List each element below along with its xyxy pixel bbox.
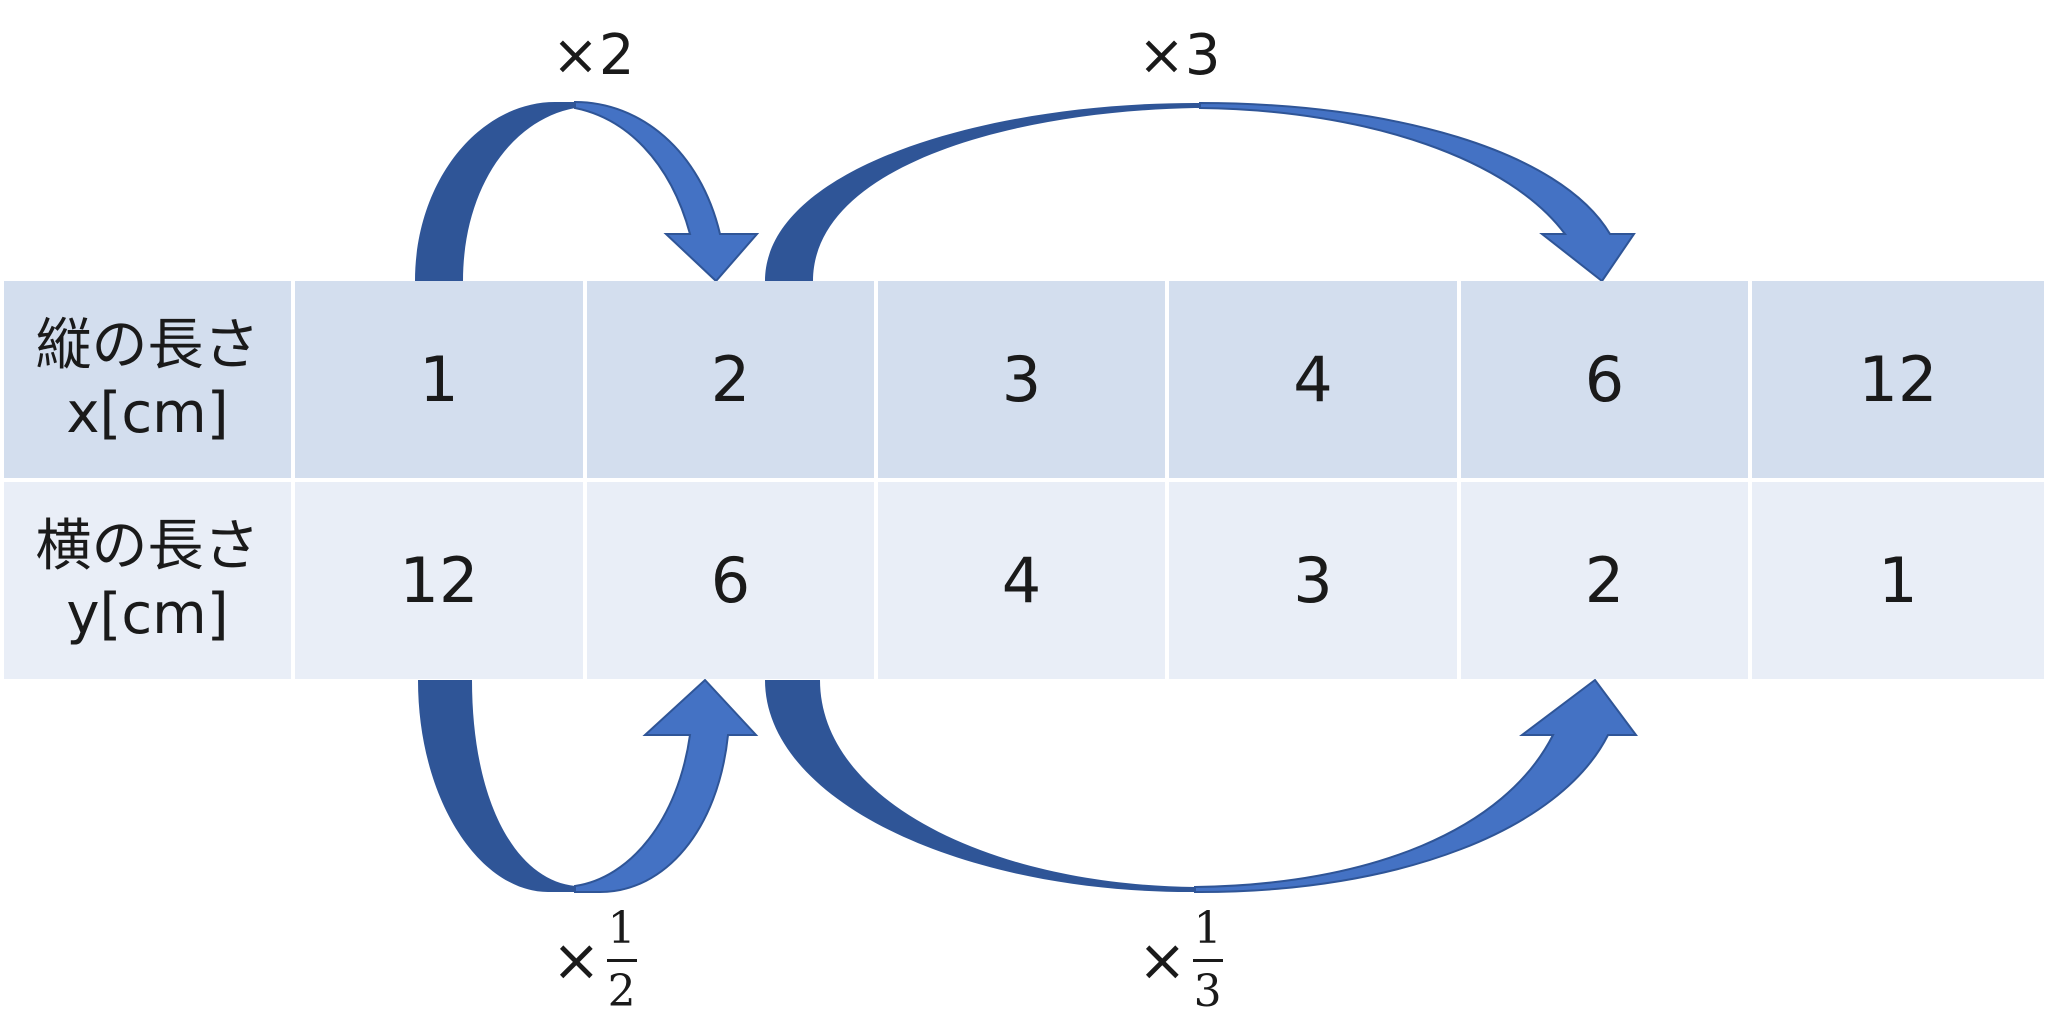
top-large-arrow-label-text: ×3 xyxy=(1138,22,1221,88)
row-x-cell: 2 xyxy=(587,281,874,478)
row-x-cell: 1 xyxy=(295,281,583,478)
top-large-arrow-label: ×3 xyxy=(1138,20,1221,90)
fraction-bar xyxy=(606,958,637,962)
row-y-cell: 4 xyxy=(878,482,1165,679)
row-y-cell: 6 xyxy=(587,482,874,679)
bottom-small-arrow xyxy=(418,678,759,893)
fraction-bar xyxy=(1192,958,1223,962)
row-x-header: 縦の長さ x[cm] xyxy=(4,281,291,478)
row-x-cell: 4 xyxy=(1169,281,1457,478)
fraction: 1 3 xyxy=(1192,902,1223,1017)
bottom-large-arrow-label: × 1 3 xyxy=(1138,905,1223,1015)
top-large-arrow xyxy=(765,101,1636,283)
row-y-cell: 1 xyxy=(1752,482,2044,679)
row-y-header-label: 横の長さ xyxy=(35,514,260,580)
times-sign: × xyxy=(552,926,601,994)
top-small-arrow-label: ×2 xyxy=(552,20,635,90)
row-x-header-label: 縦の長さ xyxy=(35,313,260,379)
bottom-large-arrow xyxy=(765,678,1638,893)
row-x-cell: 6 xyxy=(1461,281,1748,478)
fraction-numerator: 1 xyxy=(607,902,636,954)
row-y-cell: 2 xyxy=(1461,482,1748,679)
row-y-cell: 12 xyxy=(295,482,583,679)
row-y-header: 横の長さ y[cm] xyxy=(4,482,291,679)
fraction-denominator: 3 xyxy=(1193,965,1222,1017)
fraction: 1 2 xyxy=(606,902,637,1017)
row-y-header-unit: y[cm] xyxy=(66,581,229,647)
top-small-arrow xyxy=(415,100,760,283)
times-sign: × xyxy=(1138,926,1187,994)
row-x-cell: 12 xyxy=(1752,281,2044,478)
row-y-cell: 3 xyxy=(1169,482,1457,679)
fraction-denominator: 2 xyxy=(607,965,636,1017)
fraction-numerator: 1 xyxy=(1193,902,1222,954)
row-x-cell: 3 xyxy=(878,281,1165,478)
row-x-header-unit: x[cm] xyxy=(66,380,229,446)
top-small-arrow-label-text: ×2 xyxy=(552,22,635,88)
bottom-small-arrow-label: × 1 2 xyxy=(552,905,637,1015)
